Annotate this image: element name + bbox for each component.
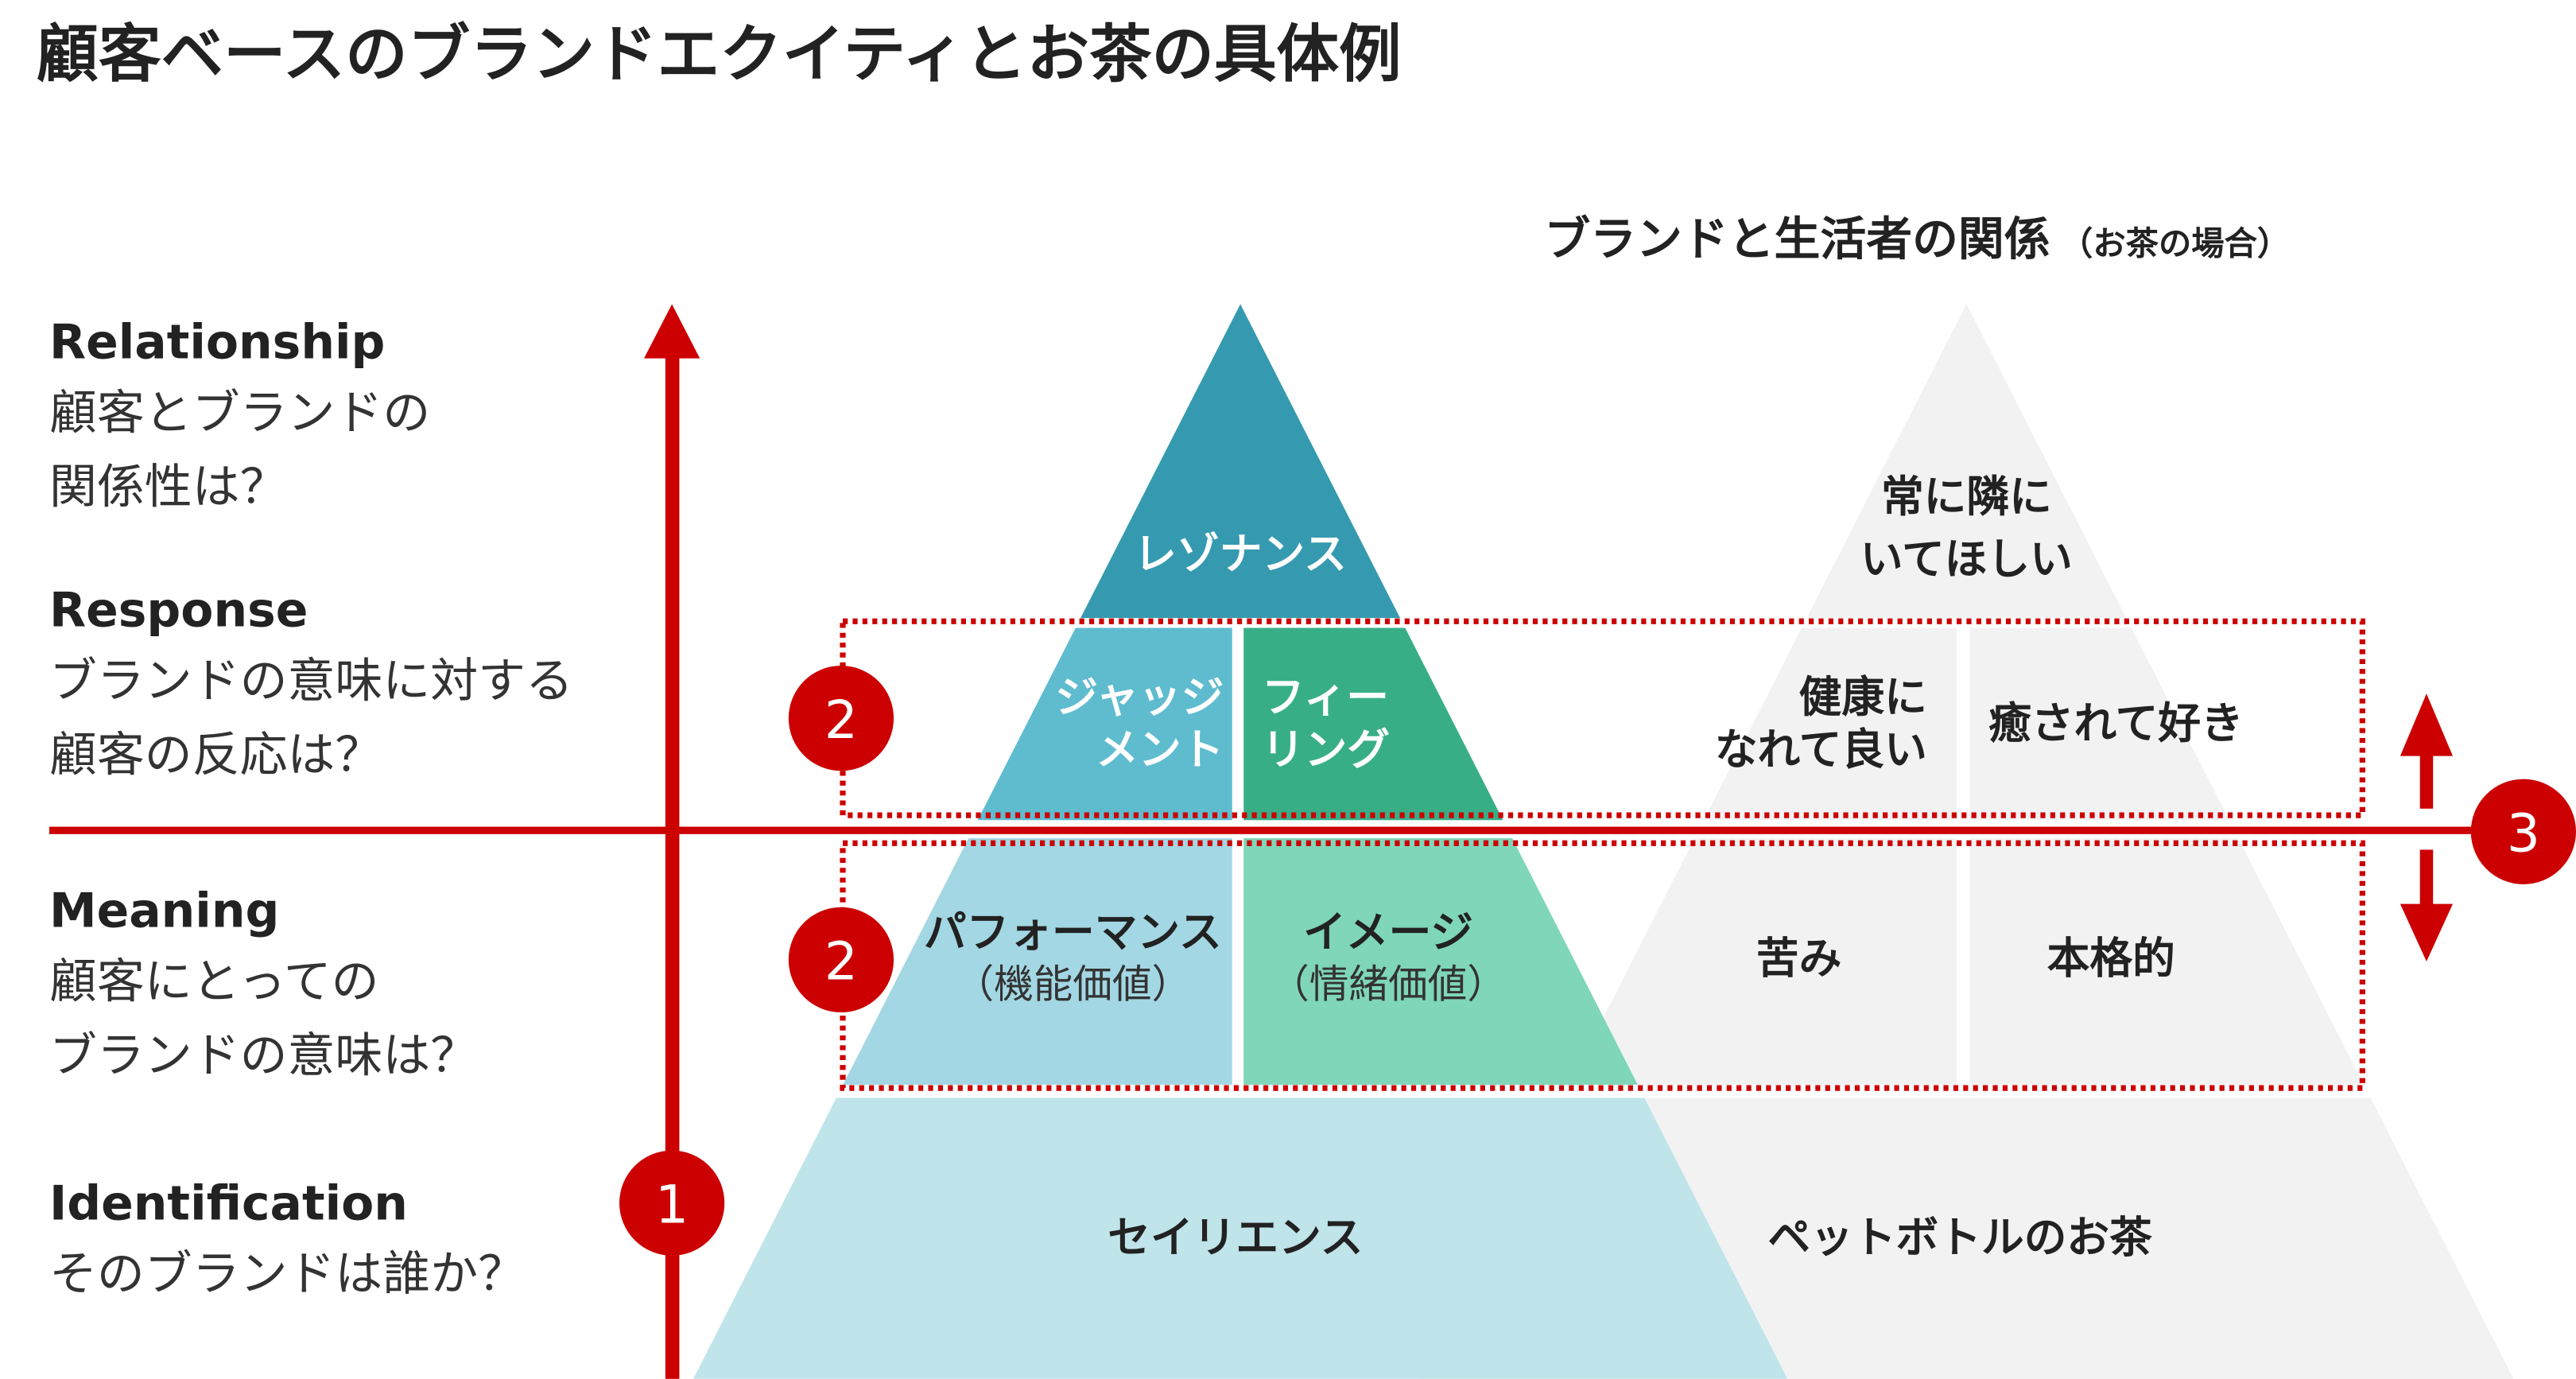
level-question: ブランドの意味は？	[49, 1027, 478, 1083]
level-name: Relationship	[49, 315, 385, 371]
right-heading-note: （お茶の場合）	[2060, 224, 2290, 262]
marker-2-response: 2	[788, 666, 894, 771]
imagery-note: （情緒価値）	[1270, 961, 1506, 1007]
right-top-line-1: 常に隣に	[1881, 472, 2052, 522]
marker-number: 2	[824, 931, 858, 992]
level-response: Response ブランドの意味に対する 顧客の反応は？	[49, 582, 573, 783]
horizontal-divider-line	[48, 826, 2497, 834]
marker-circle	[788, 666, 894, 771]
salience-label: セイリエンス	[1108, 1213, 1363, 1263]
feeling-label-1: フィー	[1262, 672, 1389, 722]
marker-circle	[2470, 779, 2576, 884]
divider-gap	[1956, 627, 1970, 1085]
arrow-shaft	[2419, 752, 2434, 809]
up-down-arrow-icon	[2399, 693, 2454, 961]
right-response-left-2: なれて良い	[1715, 724, 1927, 775]
right-response-left-1: 健康に	[1799, 672, 1927, 722]
arrow-up-icon	[644, 304, 700, 359]
marker-number: 3	[2507, 803, 2540, 864]
level-name: Meaning	[49, 884, 279, 939]
level-question: ブランドの意味に対する	[49, 653, 573, 709]
feeling-label-2: リング	[1262, 724, 1390, 775]
level-question: 顧客の反応は？	[49, 727, 382, 783]
judgement-label-1: ジャッジ	[1055, 672, 1224, 722]
level-question: 関係性は？	[49, 459, 288, 515]
page-title: 顧客ベースのブランドエクイティとお茶の具体例	[36, 17, 1401, 91]
right-meaning-left: 苦み	[1756, 933, 1841, 983]
performance-label: パフォーマンス	[924, 907, 1222, 957]
level-question: そのブランドは誰か？	[49, 1246, 526, 1302]
level-question: 顧客にとっての	[49, 954, 379, 1009]
right-heading: ブランドと生活者の関係 （お茶の場合）	[1544, 212, 2290, 266]
marker-number: 1	[655, 1175, 689, 1236]
marker-2-meaning: 2	[788, 907, 894, 1013]
arrow-up-icon	[2399, 693, 2454, 756]
marker-circle	[619, 1150, 725, 1256]
imagery-label: イメージ	[1303, 907, 1473, 957]
marker-number: 2	[824, 690, 858, 751]
right-base-label: ペットボトルのお茶	[1767, 1213, 2152, 1263]
vertical-axis-arrow-shaft	[665, 353, 680, 1379]
right-meaning-right: 本格的	[2047, 933, 2175, 983]
right-top-line-2: いてほしい	[1860, 534, 2073, 584]
arrow-shaft	[2419, 849, 2434, 907]
level-name: Response	[49, 582, 308, 638]
judgement-label-2: メント	[1096, 724, 1224, 775]
level-question: 顧客とブランドの	[49, 385, 430, 441]
divider-gap	[1232, 627, 1244, 1085]
divider-gap	[657, 1084, 2576, 1098]
response-highlight-frame	[840, 618, 2365, 818]
arrow-down-icon	[2399, 903, 2454, 961]
marker-1: 1	[619, 1150, 725, 1256]
level-identification: Identification そのブランドは誰か？	[49, 1175, 526, 1302]
performance-note: （機能価値）	[955, 961, 1191, 1007]
meaning-highlight-frame	[840, 840, 2365, 1091]
right-response-right: 癒されて好き	[1988, 698, 2244, 748]
marker-circle	[788, 907, 894, 1013]
right-heading-main: ブランドと生活者の関係	[1544, 212, 2050, 266]
salience-block	[692, 1093, 1788, 1379]
level-relationship: Relationship 顧客とブランドの 関係性は？	[49, 315, 430, 515]
resonance-label: レゾナンス	[1134, 529, 1347, 579]
level-name: Identification	[49, 1175, 408, 1231]
level-meaning: Meaning 顧客にとっての ブランドの意味は？	[49, 884, 478, 1084]
marker-3: 3	[2470, 779, 2576, 884]
